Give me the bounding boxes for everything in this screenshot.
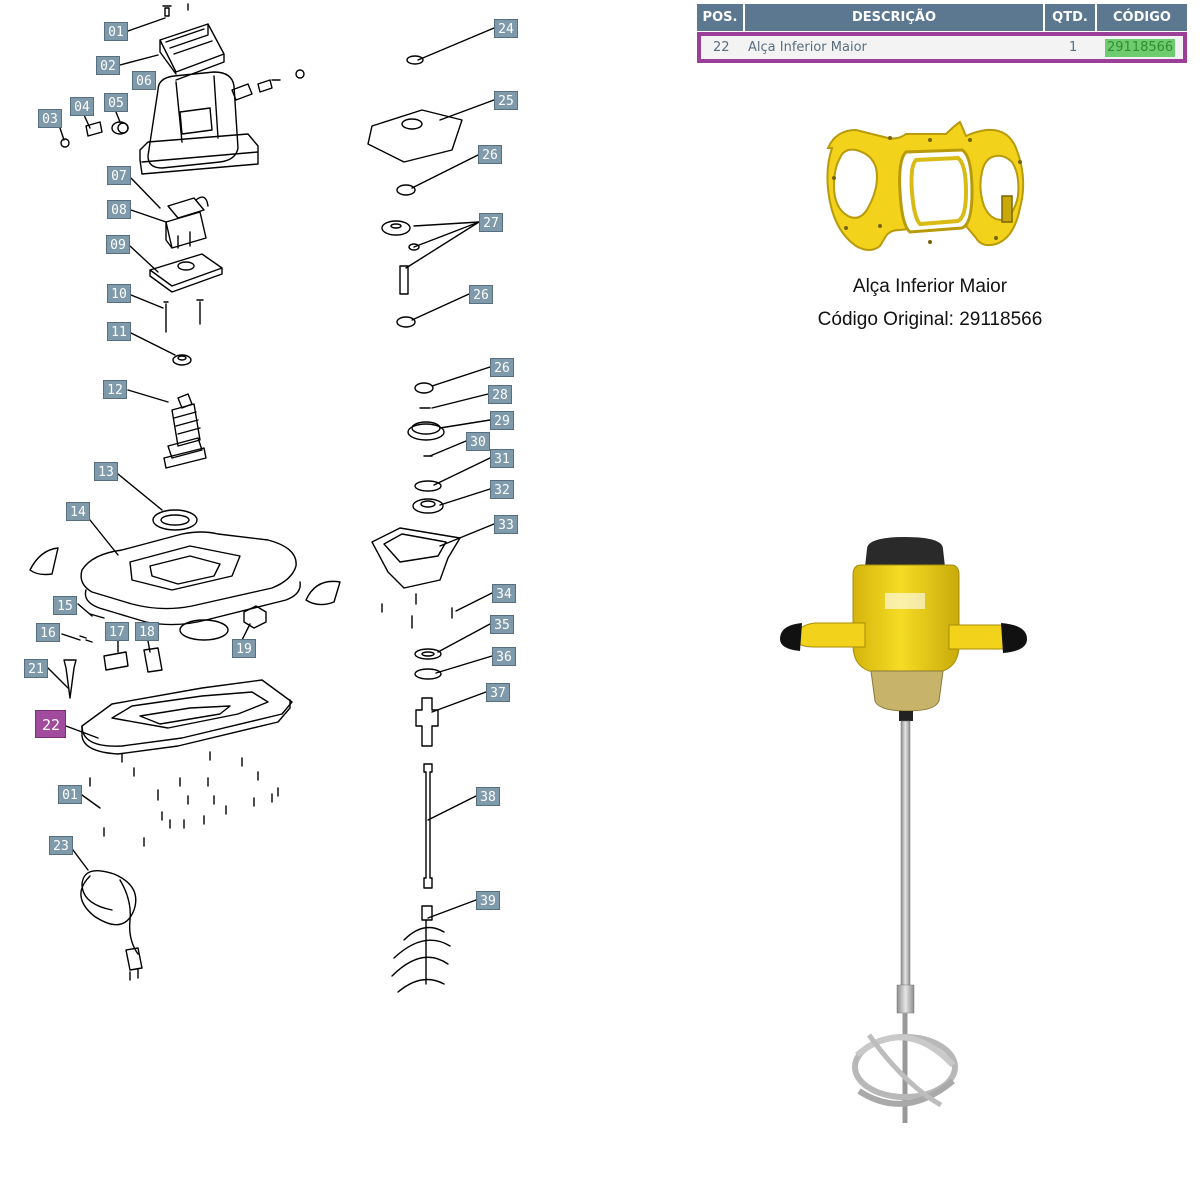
- label-09: 09: [106, 235, 130, 254]
- label-02: 02: [96, 56, 120, 75]
- table-header: POS. DESCRIÇÃO QTD. CÓDIGO: [697, 4, 1187, 31]
- label-32: 32: [490, 480, 514, 499]
- header-codigo: CÓDIGO: [1097, 4, 1187, 31]
- label-06: 06: [132, 71, 156, 90]
- diagram-drawing: [29, 3, 495, 993]
- label-17: 17: [105, 622, 129, 641]
- label-01: 01: [104, 22, 128, 41]
- label-26: 26: [469, 285, 493, 304]
- label-16: 16: [36, 623, 60, 642]
- label-27: 27: [479, 213, 503, 232]
- label-14: 14: [66, 502, 90, 521]
- label-07: 07: [107, 166, 131, 185]
- header-pos: POS.: [697, 4, 743, 31]
- parts-table: POS. DESCRIÇÃO QTD. CÓDIGO 22 Alça Infer…: [697, 4, 1187, 63]
- label-11: 11: [107, 322, 131, 341]
- label-21: 21: [24, 659, 48, 678]
- label-08: 08: [107, 200, 131, 219]
- label-26: 26: [478, 145, 502, 164]
- label-26: 26: [490, 358, 514, 377]
- original-code: Código Original: 29118566: [817, 309, 1043, 330]
- label-01-bottom: 01: [58, 785, 82, 804]
- product-name: Alça Inferior Maior: [852, 276, 1008, 297]
- label-25: 25: [494, 91, 518, 110]
- exploded-parts-diagram: 01 02 03 04 05 06 07 08 09 10 11 12 13 1…: [24, 3, 518, 993]
- cell-descricao: Alça Inferior Maior: [748, 40, 867, 55]
- handle-part-image: [820, 118, 1038, 260]
- label-18: 18: [135, 622, 159, 641]
- label-04: 04: [70, 97, 94, 116]
- label-30: 30: [466, 432, 490, 451]
- cell-qtd: 1: [1069, 40, 1078, 55]
- label-29: 29: [490, 411, 514, 430]
- label-19: 19: [232, 639, 256, 658]
- label-10: 10: [107, 284, 131, 303]
- cell-codigo: 29118566: [1105, 39, 1176, 57]
- label-36: 36: [492, 647, 516, 666]
- header-descricao: DESCRIÇÃO: [745, 4, 1043, 31]
- label-03: 03: [38, 109, 62, 128]
- label-33: 33: [494, 515, 518, 534]
- label-34: 34: [492, 584, 516, 603]
- label-31: 31: [490, 449, 514, 468]
- label-24: 24: [494, 19, 518, 38]
- label-37: 37: [486, 683, 510, 702]
- label-39: 39: [476, 891, 500, 910]
- table-row[interactable]: 22 Alça Inferior Maior 1 29118566: [697, 32, 1187, 63]
- label-23: 23: [49, 836, 73, 855]
- mixer-tool-image: [775, 535, 1035, 1145]
- label-13: 13: [94, 462, 118, 481]
- label-35: 35: [490, 615, 514, 634]
- label-22-highlighted: 22: [35, 710, 66, 738]
- label-38: 38: [476, 787, 500, 806]
- cell-pos: 22: [713, 40, 730, 55]
- header-qtd: QTD.: [1045, 4, 1095, 31]
- label-05: 05: [104, 93, 128, 112]
- label-15: 15: [53, 596, 77, 615]
- product-caption: Alça Inferior Maior Código Original: 291…: [760, 270, 1100, 336]
- label-28: 28: [488, 385, 512, 404]
- label-12: 12: [103, 380, 127, 399]
